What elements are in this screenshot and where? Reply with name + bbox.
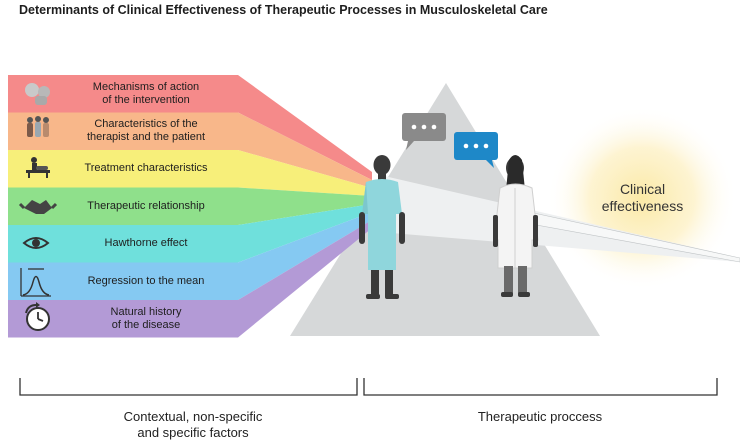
factor-label: Treatment characteristics <box>62 162 230 175</box>
bracket-right <box>363 378 718 396</box>
clinical-effectiveness-label: Clinical effectiveness <box>590 181 695 215</box>
factor-label-line1: Hawthorne effect <box>104 237 188 250</box>
factor-bands <box>8 75 372 338</box>
bell-curve-icon <box>20 268 51 297</box>
factor-band-1 <box>8 75 372 180</box>
organs-icon <box>25 83 50 105</box>
factor-label-line2: of the disease <box>111 318 181 331</box>
factor-band-2 <box>8 112 372 188</box>
factor-label-line1: Treatment characteristics <box>84 162 208 175</box>
bracket-left <box>19 378 358 396</box>
factor-label-line2: therapist and the patient <box>86 131 206 144</box>
factor-label-line1: Characteristics of the <box>94 118 198 131</box>
handshake-icon <box>18 200 58 214</box>
factor-label-line2: of the intervention <box>102 93 190 106</box>
factor-band-6 <box>8 212 372 300</box>
footer-right-label: Therapeutic proccess <box>477 409 603 424</box>
patient-figure <box>359 155 405 299</box>
footer-left-label: Contextual, non-specific and specific fa… <box>98 409 288 441</box>
people-icon <box>27 116 49 137</box>
factor-label: Hawthorne effect <box>62 237 230 250</box>
footer-left-line1: Contextual, non-specific <box>123 409 263 424</box>
treatment-table-icon <box>26 157 50 178</box>
factor-band-4 <box>8 187 372 225</box>
factor-label-line1: Therapeutic relationship <box>87 199 205 212</box>
factor-label: Regression to the mean <box>62 275 230 288</box>
therapist-speech-bubble <box>454 132 498 168</box>
outcome-line2: effectiveness <box>601 198 684 214</box>
factor-label-line1: Mechanisms of action <box>92 80 200 93</box>
therapist-figure <box>493 155 539 297</box>
clock-icon <box>25 302 50 331</box>
footer-left-line2: and specific factors <box>137 425 249 440</box>
factor-band-3 <box>8 150 372 196</box>
factor-band-7 <box>8 220 372 338</box>
factor-label: Therapeutic relationship <box>62 200 230 213</box>
factor-label-line1: Regression to the mean <box>87 274 205 287</box>
eye-icon <box>22 237 50 249</box>
outcome-line1: Clinical <box>619 181 666 197</box>
factor-label-line1: Natural history <box>110 305 182 318</box>
patient-speech-bubble <box>402 113 446 150</box>
page-title: Determinants of Clinical Effectiveness o… <box>19 3 548 17</box>
factor-band-5 <box>8 204 372 263</box>
